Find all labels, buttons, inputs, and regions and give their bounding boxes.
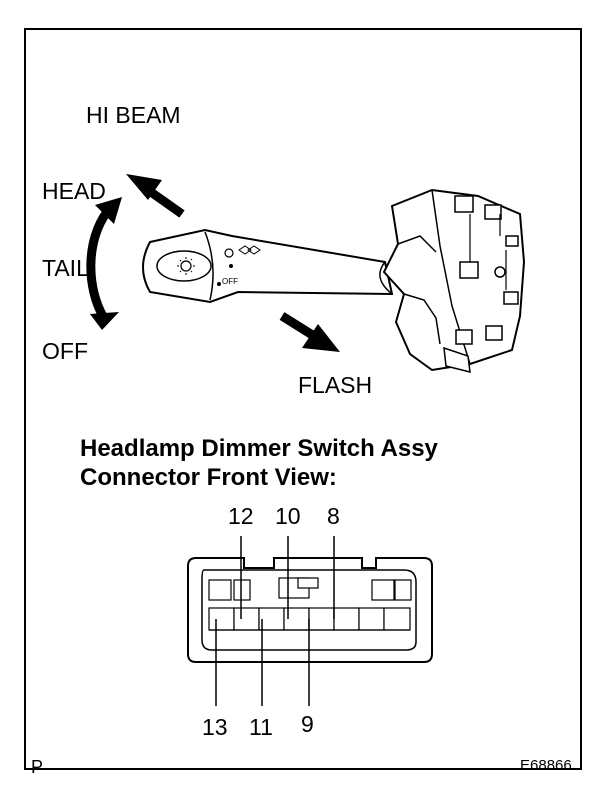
head-label: HEAD <box>42 178 106 204</box>
pin-label-12: 12 <box>228 503 254 529</box>
off-label: OFF <box>42 338 88 364</box>
footer-mark: P <box>31 757 44 777</box>
pin-label-8: 8 <box>327 503 340 529</box>
connector-front-view <box>187 536 433 706</box>
switch-body <box>382 188 526 373</box>
lever-off-label: OFF <box>222 277 238 286</box>
pin-label-9: 9 <box>301 711 314 737</box>
pin-label-10: 10 <box>275 503 301 529</box>
figure-code: E68866 <box>520 757 572 774</box>
flash-label: FLASH <box>298 372 373 398</box>
tail-label: TAIL <box>42 255 89 281</box>
flash-arrow <box>279 312 340 352</box>
switch-lever <box>142 228 394 304</box>
connector-title-line1: Headlamp Dimmer Switch Assy <box>80 435 438 462</box>
pin-label-13: 13 <box>202 714 228 740</box>
hi-beam-arrow <box>126 174 185 218</box>
diagram-frame <box>24 28 582 770</box>
pin-label-11: 11 <box>249 714 273 740</box>
rotation-arrow <box>86 197 122 330</box>
hi-beam-label: HI BEAM <box>86 102 181 128</box>
connector-title-line2: Connector Front View: <box>80 464 337 491</box>
